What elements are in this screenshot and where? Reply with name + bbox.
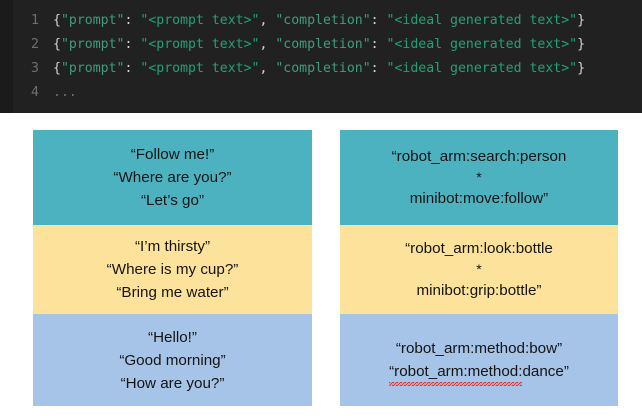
line-number: 2 [31,37,39,52]
completion-separator: * [476,169,482,185]
json-value-completion: "<ideal generated text>" [386,61,578,76]
json-comma: , [259,13,276,28]
json-key-prompt: "prompt" [60,61,125,76]
code-gutter-strip [0,0,13,113]
prompts-column: “Follow me!” “Where are you?” “Let’s go”… [33,130,312,406]
prompt-line: “I’m thirsty” [134,238,211,255]
json-key-completion: "completion" [275,61,371,76]
code-line: 3 { "prompt" : "<prompt text>" , "comple… [13,57,642,81]
json-key-prompt: "prompt" [60,13,125,28]
completion-line: “robot_arm:method:bow” [395,340,563,357]
prompt-cell-follow: “Follow me!” “Where are you?” “Let’s go” [33,130,312,225]
json-close-brace: } [577,61,586,76]
prompt-cell-greeting: “Hello!” “Good morning” “How are you?” [33,314,312,406]
json-colon: : [124,13,141,28]
json-value-prompt: "<prompt text>" [140,37,260,52]
prompt-line: “Follow me!” [130,146,215,163]
prompt-line: “Good morning” [119,351,226,369]
json-open-brace: { [53,13,61,28]
json-close-brace: } [577,37,586,52]
json-open-brace: { [53,61,61,76]
spellcheck-underline: “robot_arm:method: [389,360,523,386]
completion-cell-method: “robot_arm:method:bow” “robot_arm:method… [340,314,618,406]
completion-cell-follow: “robot_arm:search:person * minibot:move:… [340,130,618,225]
completion-cell-bottle: “robot_arm:look:bottle * minibot:grip:bo… [340,225,618,314]
completion-line: “robot_arm:search:person [391,148,567,165]
completion-separator: * [476,261,482,277]
prompt-line: “Where is my cup?” [106,261,239,278]
json-close-brace: } [577,13,586,28]
json-comma: , [259,61,276,76]
line-number: 3 [31,61,39,76]
json-value-completion: "<ideal generated text>" [386,13,578,28]
prompt-line: “How are you?” [120,374,225,392]
example-grid: “Follow me!” “Where are you?” “Let’s go”… [0,130,642,406]
code-line: 2 { "prompt" : "<prompt text>" , "comple… [13,33,642,57]
completion-line-rest: dance” [522,363,569,380]
prompt-cell-thirsty: “I’m thirsty” “Where is my cup?” “Bring … [33,225,312,314]
prompt-line: “Bring me water” [116,284,229,301]
json-ellipsis: ... [53,85,77,100]
prompt-line: “Let’s go” [140,192,205,209]
completion-line: minibot:move:follow” [409,190,549,207]
completion-line: minibot:grip:bottle” [416,282,542,299]
json-key-completion: "completion" [275,13,371,28]
prompt-line: “Where are you?” [113,169,232,186]
json-value-prompt: "<prompt text>" [140,13,260,28]
prompt-line: “Hello!” [148,328,197,346]
json-colon: : [370,61,387,76]
code-lines: 1 { "prompt" : "<prompt text>" , "comple… [13,9,642,113]
json-colon: : [370,37,387,52]
code-line: 4 ... [13,81,642,105]
json-colon: : [124,61,141,76]
line-number: 1 [31,13,39,28]
json-open-brace: { [53,37,61,52]
code-line: 1 { "prompt" : "<prompt text>" , "comple… [13,9,642,33]
json-key-completion: "completion" [275,37,371,52]
json-comma: , [259,37,276,52]
json-key-prompt: "prompt" [60,37,125,52]
json-colon: : [370,13,387,28]
json-value-completion: "<ideal generated text>" [386,37,578,52]
completions-column: “robot_arm:search:person * minibot:move:… [340,130,618,406]
completion-line: “robot_arm:look:bottle [405,240,553,257]
json-colon: : [124,37,141,52]
code-block: 1 { "prompt" : "<prompt text>" , "comple… [0,0,642,113]
line-number: 4 [31,85,39,100]
json-value-prompt: "<prompt text>" [140,61,260,76]
completion-line-misspelled: “robot_arm:method:dance” [389,360,569,386]
